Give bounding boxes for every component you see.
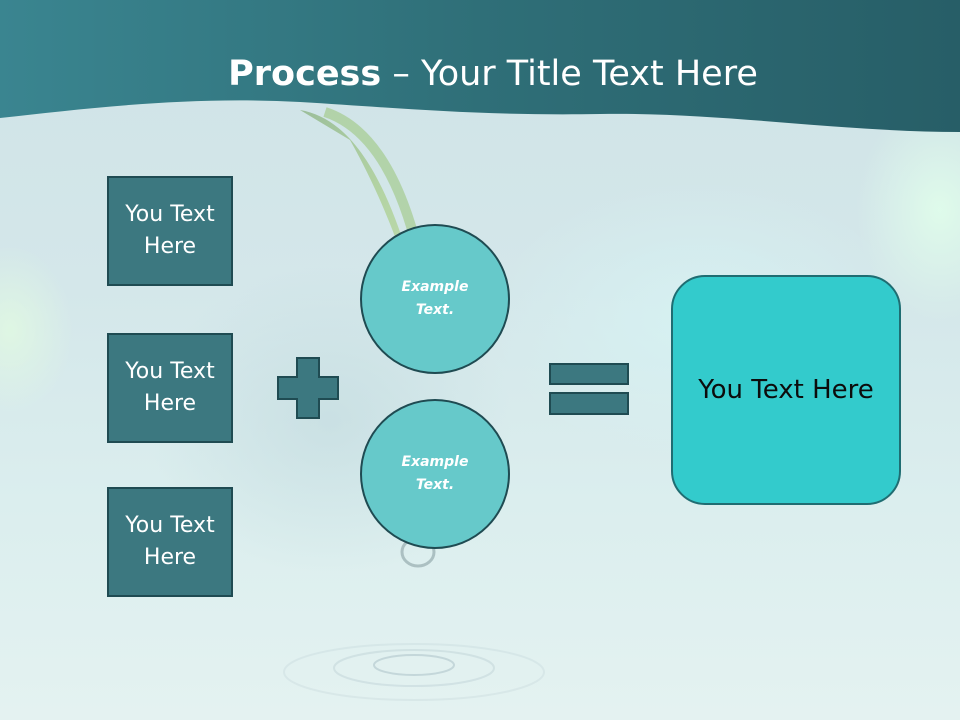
- equals-icon: [549, 363, 629, 415]
- example-circle-2-label: Example Text.: [401, 454, 469, 493]
- example-circle-2[interactable]: Example Text.: [360, 399, 510, 549]
- input-box-1[interactable]: You Text Here: [107, 176, 233, 286]
- input-box-1-label: You Text Here: [125, 202, 215, 259]
- example-circle-1-label: Example Text.: [401, 279, 469, 318]
- input-box-2[interactable]: You Text Here: [107, 333, 233, 443]
- example-circle-1[interactable]: Example Text.: [360, 224, 510, 374]
- input-box-3-label: You Text Here: [125, 513, 215, 570]
- title-bold: Process: [228, 54, 382, 94]
- input-box-3[interactable]: You Text Here: [107, 487, 233, 597]
- input-box-2-label: You Text Here: [125, 359, 215, 416]
- result-box-label: You Text Here: [698, 375, 874, 405]
- title-rest: – Your Title Text Here: [381, 54, 758, 94]
- result-box[interactable]: You Text Here: [671, 275, 901, 505]
- slide-title: Process – Your Title Text Here: [0, 52, 960, 96]
- plus-icon: [277, 357, 339, 419]
